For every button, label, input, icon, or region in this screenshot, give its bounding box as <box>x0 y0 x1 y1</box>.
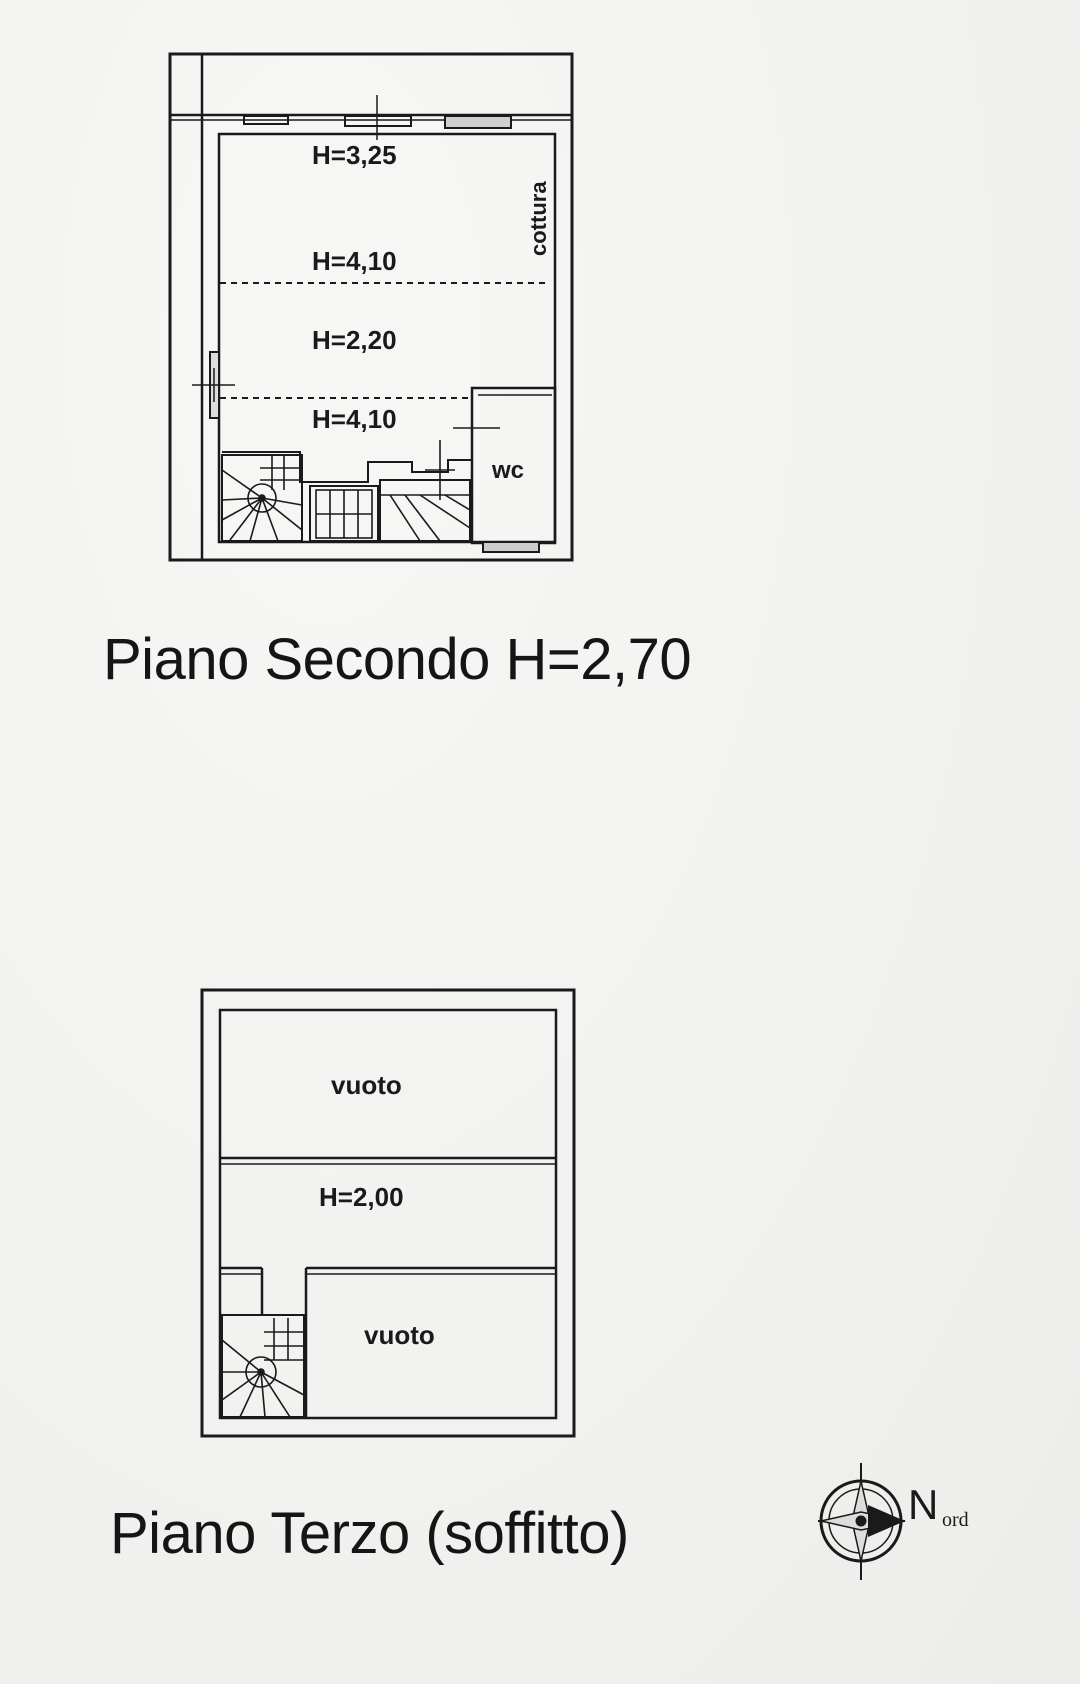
spiral-stair-third <box>221 1314 305 1418</box>
inner-wall-line <box>200 52 574 562</box>
kitchen-label: cottura <box>526 181 551 256</box>
height-label-2-00: H=2,00 <box>319 1182 404 1212</box>
second-floor-plan <box>168 52 574 562</box>
height-label-4-10-top: H=4,10 <box>312 246 397 276</box>
third-floor-caption: Piano Terzo (soffitto) <box>110 1501 629 1566</box>
room-outline <box>218 1008 558 1420</box>
outer-wall <box>168 52 574 562</box>
height-label-4-10-bottom: H=4,10 <box>312 404 397 434</box>
stair-zone-boundary <box>222 451 472 483</box>
void-label-top: vuoto <box>331 1070 402 1100</box>
compass-north-suffix: ord <box>942 1509 969 1531</box>
wc-label: wc <box>491 457 524 484</box>
height-label-3-25: H=3,25 <box>312 140 397 170</box>
compass-rose-icon <box>818 1463 906 1580</box>
compass-north-letter: N <box>908 1481 938 1528</box>
outer-wall <box>200 988 576 1438</box>
wc-window <box>482 541 540 553</box>
window <box>243 115 289 125</box>
height-label-2-20: H=2,20 <box>312 325 397 355</box>
stair-flight-second <box>309 440 471 542</box>
window <box>444 115 512 129</box>
void-label-bottom: vuoto <box>364 1320 435 1350</box>
spiral-stair-second <box>221 454 303 542</box>
third-floor-plan <box>200 988 576 1438</box>
window <box>344 115 412 127</box>
second-floor-caption: Piano Secondo H=2,70 <box>103 627 692 692</box>
